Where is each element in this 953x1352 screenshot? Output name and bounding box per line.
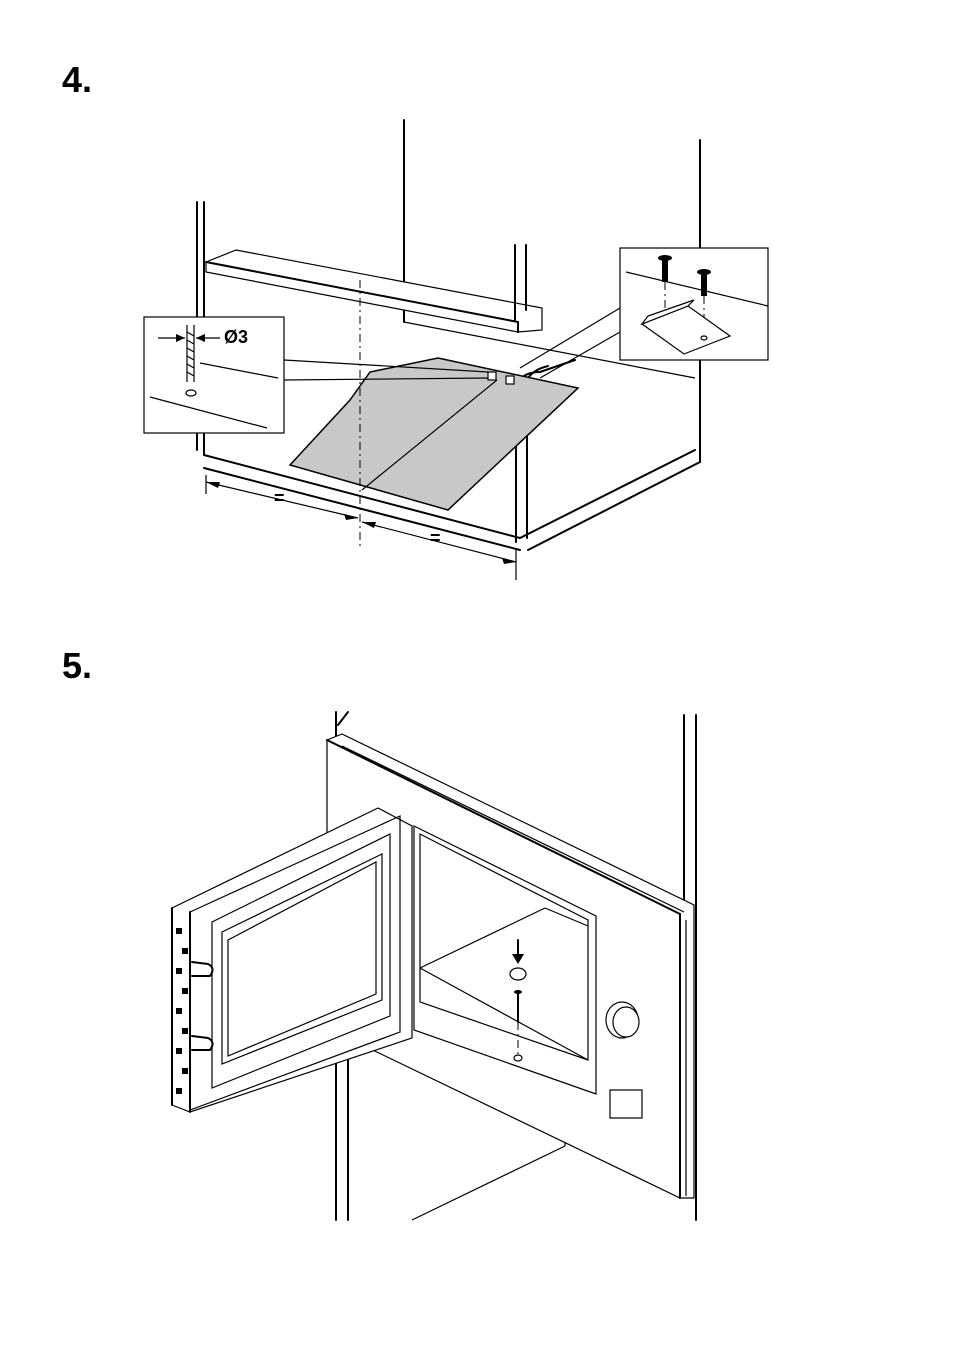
installation-diagram-step-5 <box>0 700 953 1230</box>
dimension-equal-left: = <box>274 488 285 508</box>
step-5-number: 5. <box>62 648 92 684</box>
control-knob-icon <box>606 1002 639 1038</box>
dimension-equal-right: = <box>430 528 441 548</box>
control-panel-button <box>610 1090 642 1118</box>
bracket-detail-callout <box>520 248 768 378</box>
step-4-number: 4. <box>62 62 92 98</box>
installation-diagram-step-4: = = Ø3 <box>0 110 953 590</box>
drill-diameter-label: Ø3 <box>224 327 248 347</box>
mounting-template <box>290 358 578 510</box>
microwave-door <box>172 808 412 1112</box>
